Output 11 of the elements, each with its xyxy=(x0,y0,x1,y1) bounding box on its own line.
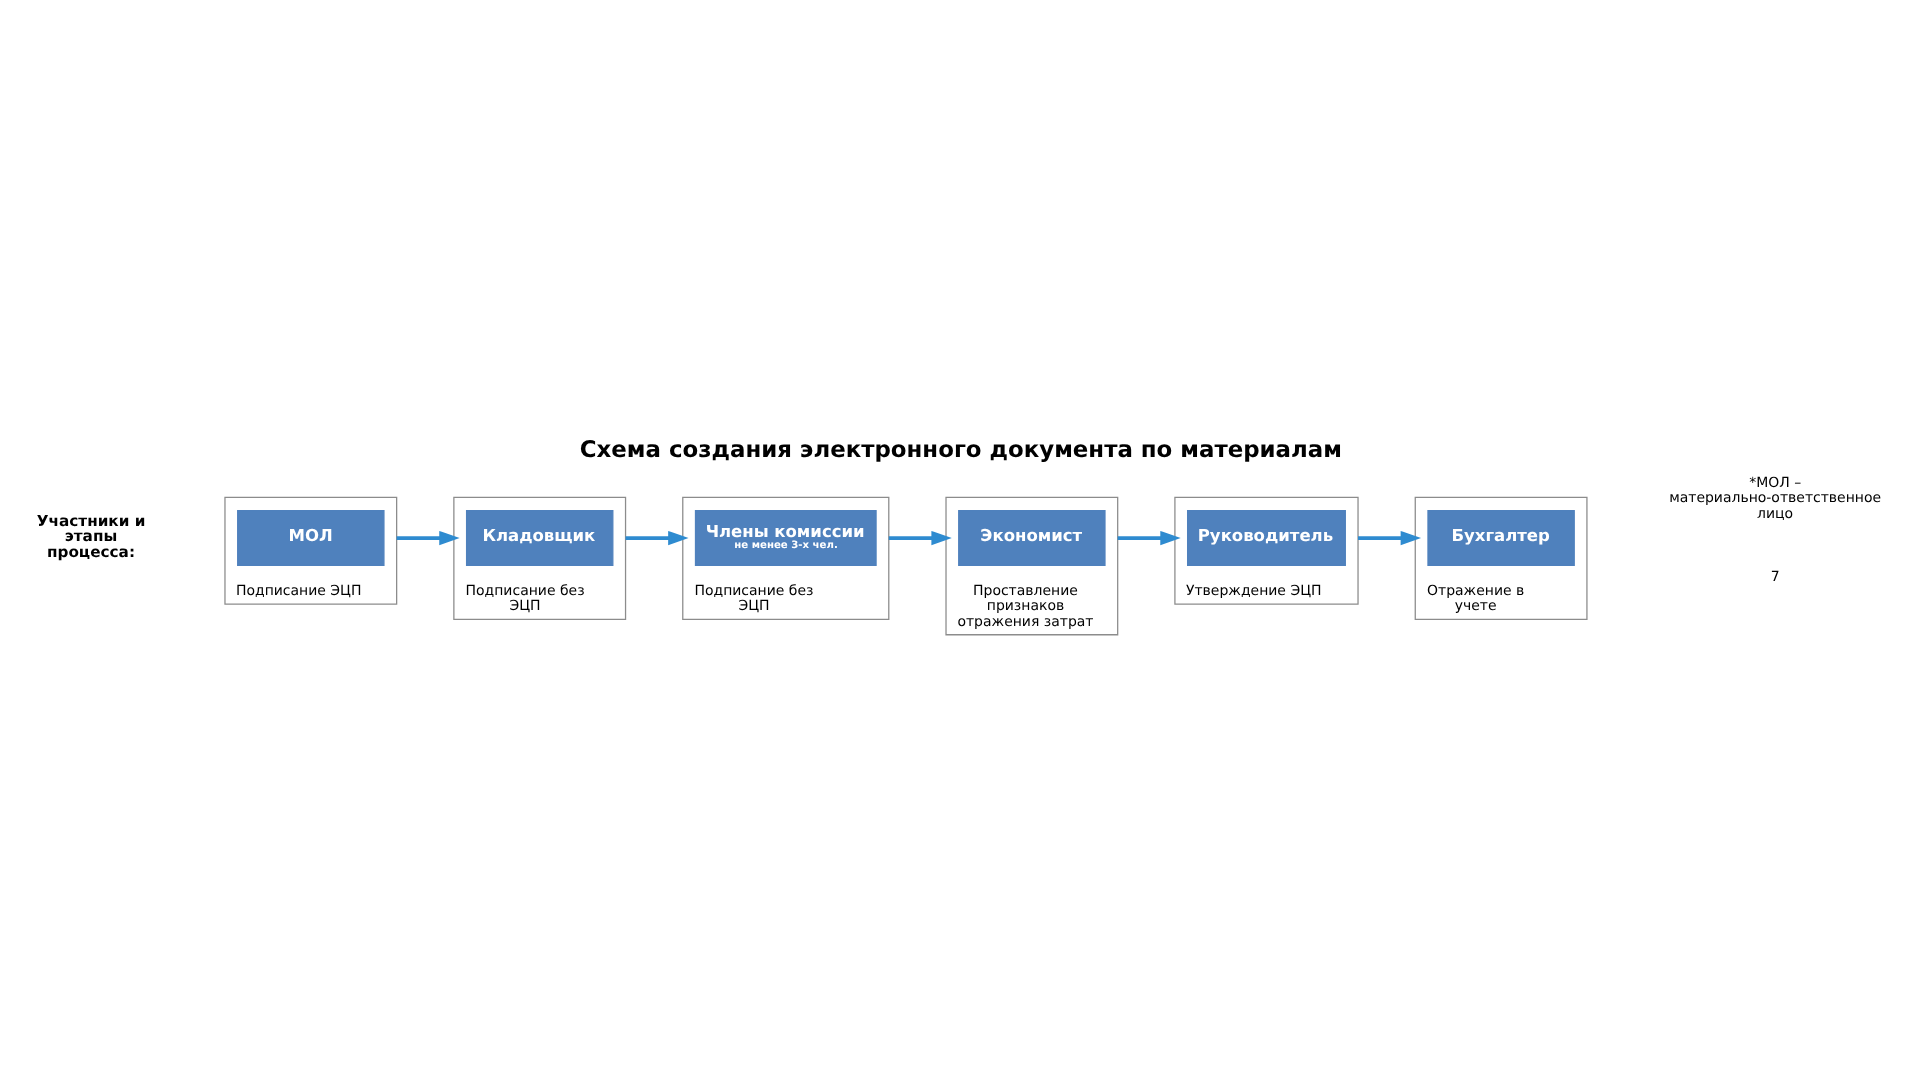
arrow xyxy=(888,530,952,546)
node-box: Кладовщик xyxy=(465,510,614,567)
arrow xyxy=(1117,530,1181,546)
arrow xyxy=(1358,530,1422,546)
diagram-title: Схема создания электронного документа по материалам xyxy=(579,435,1342,464)
arrow xyxy=(396,530,460,546)
node-box: Бухгалтер xyxy=(1427,510,1575,567)
node-box: Руководитель xyxy=(1187,510,1346,567)
node-box: Экономист xyxy=(958,510,1106,567)
node-box: МОЛ xyxy=(237,510,385,567)
arrow xyxy=(625,530,689,546)
